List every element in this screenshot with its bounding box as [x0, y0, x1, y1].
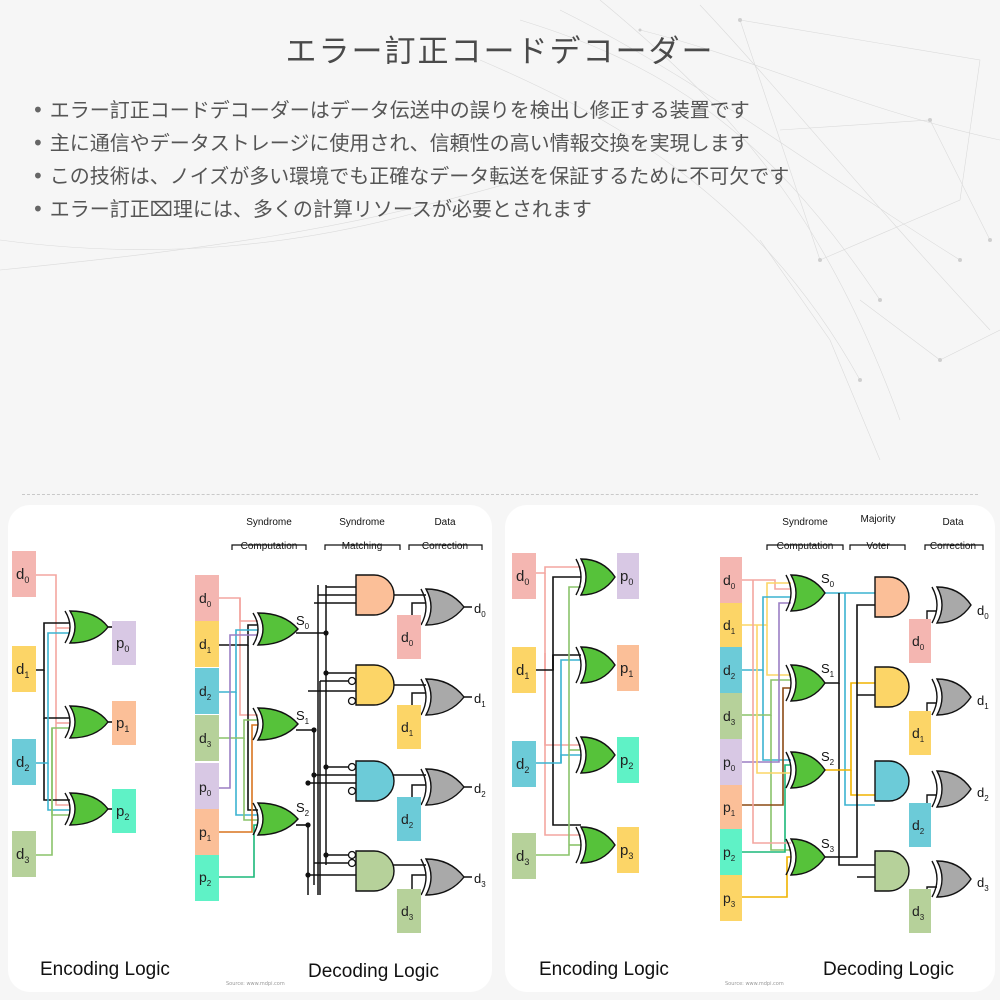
header-syndrome-matching-bottom: Matching — [342, 541, 383, 552]
header-syndrome-computation-top: Syndrome — [782, 517, 828, 528]
svg-text:d0: d0 — [977, 603, 989, 621]
header-syndrome-matching-top: Syndrome — [339, 517, 385, 528]
bullet-item: この技術は、ノイズが多い環境でも正確なデータ転送を保証するために不可欠です — [32, 160, 789, 193]
right-circuit-figure: Syndrome Computation Majority Voter Data… — [505, 505, 995, 992]
svg-text:S0: S0 — [821, 571, 835, 589]
encoding-logic-caption: Encoding Logic — [40, 959, 170, 980]
decoding-logic-caption: Decoding Logic — [823, 959, 954, 980]
svg-text:S3: S3 — [821, 836, 835, 854]
svg-text:d2: d2 — [977, 785, 989, 803]
header-data-correction-bottom: Correction — [422, 541, 468, 552]
bullet-item: エラー訂正コードデコーダーはデータ伝送中の誤りを検出し修正する装置です — [32, 94, 789, 127]
source-note: Source: www.mdpi.com — [226, 981, 285, 987]
svg-text:d0: d0 — [474, 601, 486, 619]
bullet-item: 主に通信やデータストレージに使用され、信頼性の高い情報交換を実現します — [32, 127, 789, 160]
header-syndrome-computation-top: Syndrome — [246, 517, 292, 528]
svg-text:S2: S2 — [821, 749, 835, 767]
header-data-correction-bottom: Correction — [930, 541, 976, 552]
header-majority-voter-top: Majority — [860, 514, 895, 525]
svg-text:d1: d1 — [977, 693, 989, 711]
svg-text:S1: S1 — [821, 661, 835, 679]
svg-text:S2: S2 — [296, 800, 310, 818]
svg-text:d3: d3 — [977, 875, 989, 893]
header-majority-voter-bottom: Voter — [866, 541, 890, 552]
header-syndrome-computation-bottom: Computation — [777, 541, 834, 552]
left-circuit-diagram: Syndrome Computation Syndrome Matching D… — [12, 517, 486, 933]
background-network-graphic — [0, 0, 1000, 461]
left-circuit-figure: Syndrome Computation Syndrome Matching D… — [8, 505, 492, 992]
bullet-item: エラー訂正⌧理には、多くの計算リソースが必要とされます — [32, 193, 789, 226]
svg-text:d2: d2 — [474, 781, 486, 799]
header-data-correction-top: Data — [434, 517, 456, 528]
page-title: エラー訂正コードデコーダー — [285, 34, 715, 70]
encoding-logic-caption: Encoding Logic — [539, 959, 669, 980]
header-syndrome-computation-bottom: Computation — [241, 541, 298, 552]
decoding-logic-caption: Decoding Logic — [308, 961, 439, 982]
bullet-list: エラー訂正コードデコーダーはデータ伝送中の誤りを検出し修正する装置です 主に通信… — [32, 94, 789, 226]
right-circuit-diagram: Syndrome Computation Majority Voter Data… — [512, 514, 989, 933]
svg-text:d3: d3 — [474, 871, 486, 889]
section-divider — [22, 494, 978, 495]
source-note: Source: www.mdpi.com — [725, 981, 784, 987]
svg-text:d1: d1 — [474, 691, 486, 709]
header-data-correction-top: Data — [942, 517, 964, 528]
